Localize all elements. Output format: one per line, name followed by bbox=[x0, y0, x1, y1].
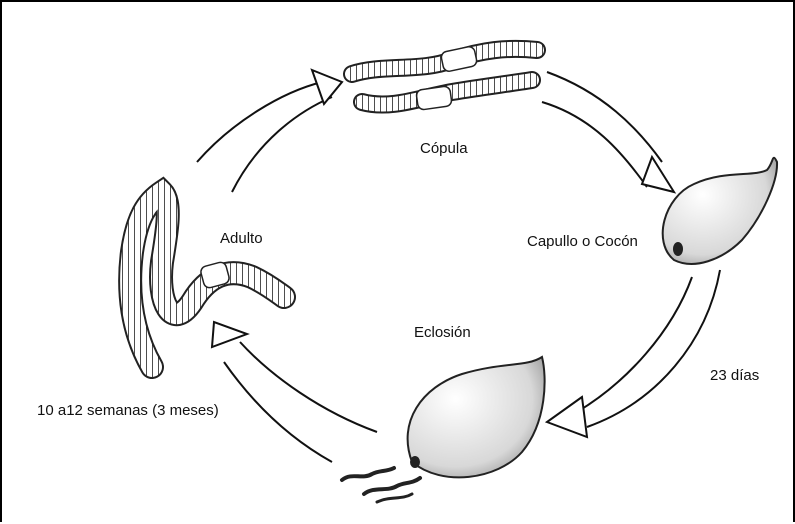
label-eclosion: Eclosión bbox=[414, 324, 471, 341]
label-dias: 23 días bbox=[710, 367, 759, 384]
cocoon-icon bbox=[663, 158, 777, 264]
adult-worm-icon bbox=[130, 192, 284, 367]
label-adulto: Adulto bbox=[220, 230, 263, 247]
label-capullo: Capullo o Cocón bbox=[527, 233, 638, 250]
label-copula: Cópula bbox=[420, 140, 468, 157]
mating-worms-icon bbox=[352, 46, 537, 111]
label-semanas: 10 a12 semanas (3 meses) bbox=[37, 402, 219, 419]
